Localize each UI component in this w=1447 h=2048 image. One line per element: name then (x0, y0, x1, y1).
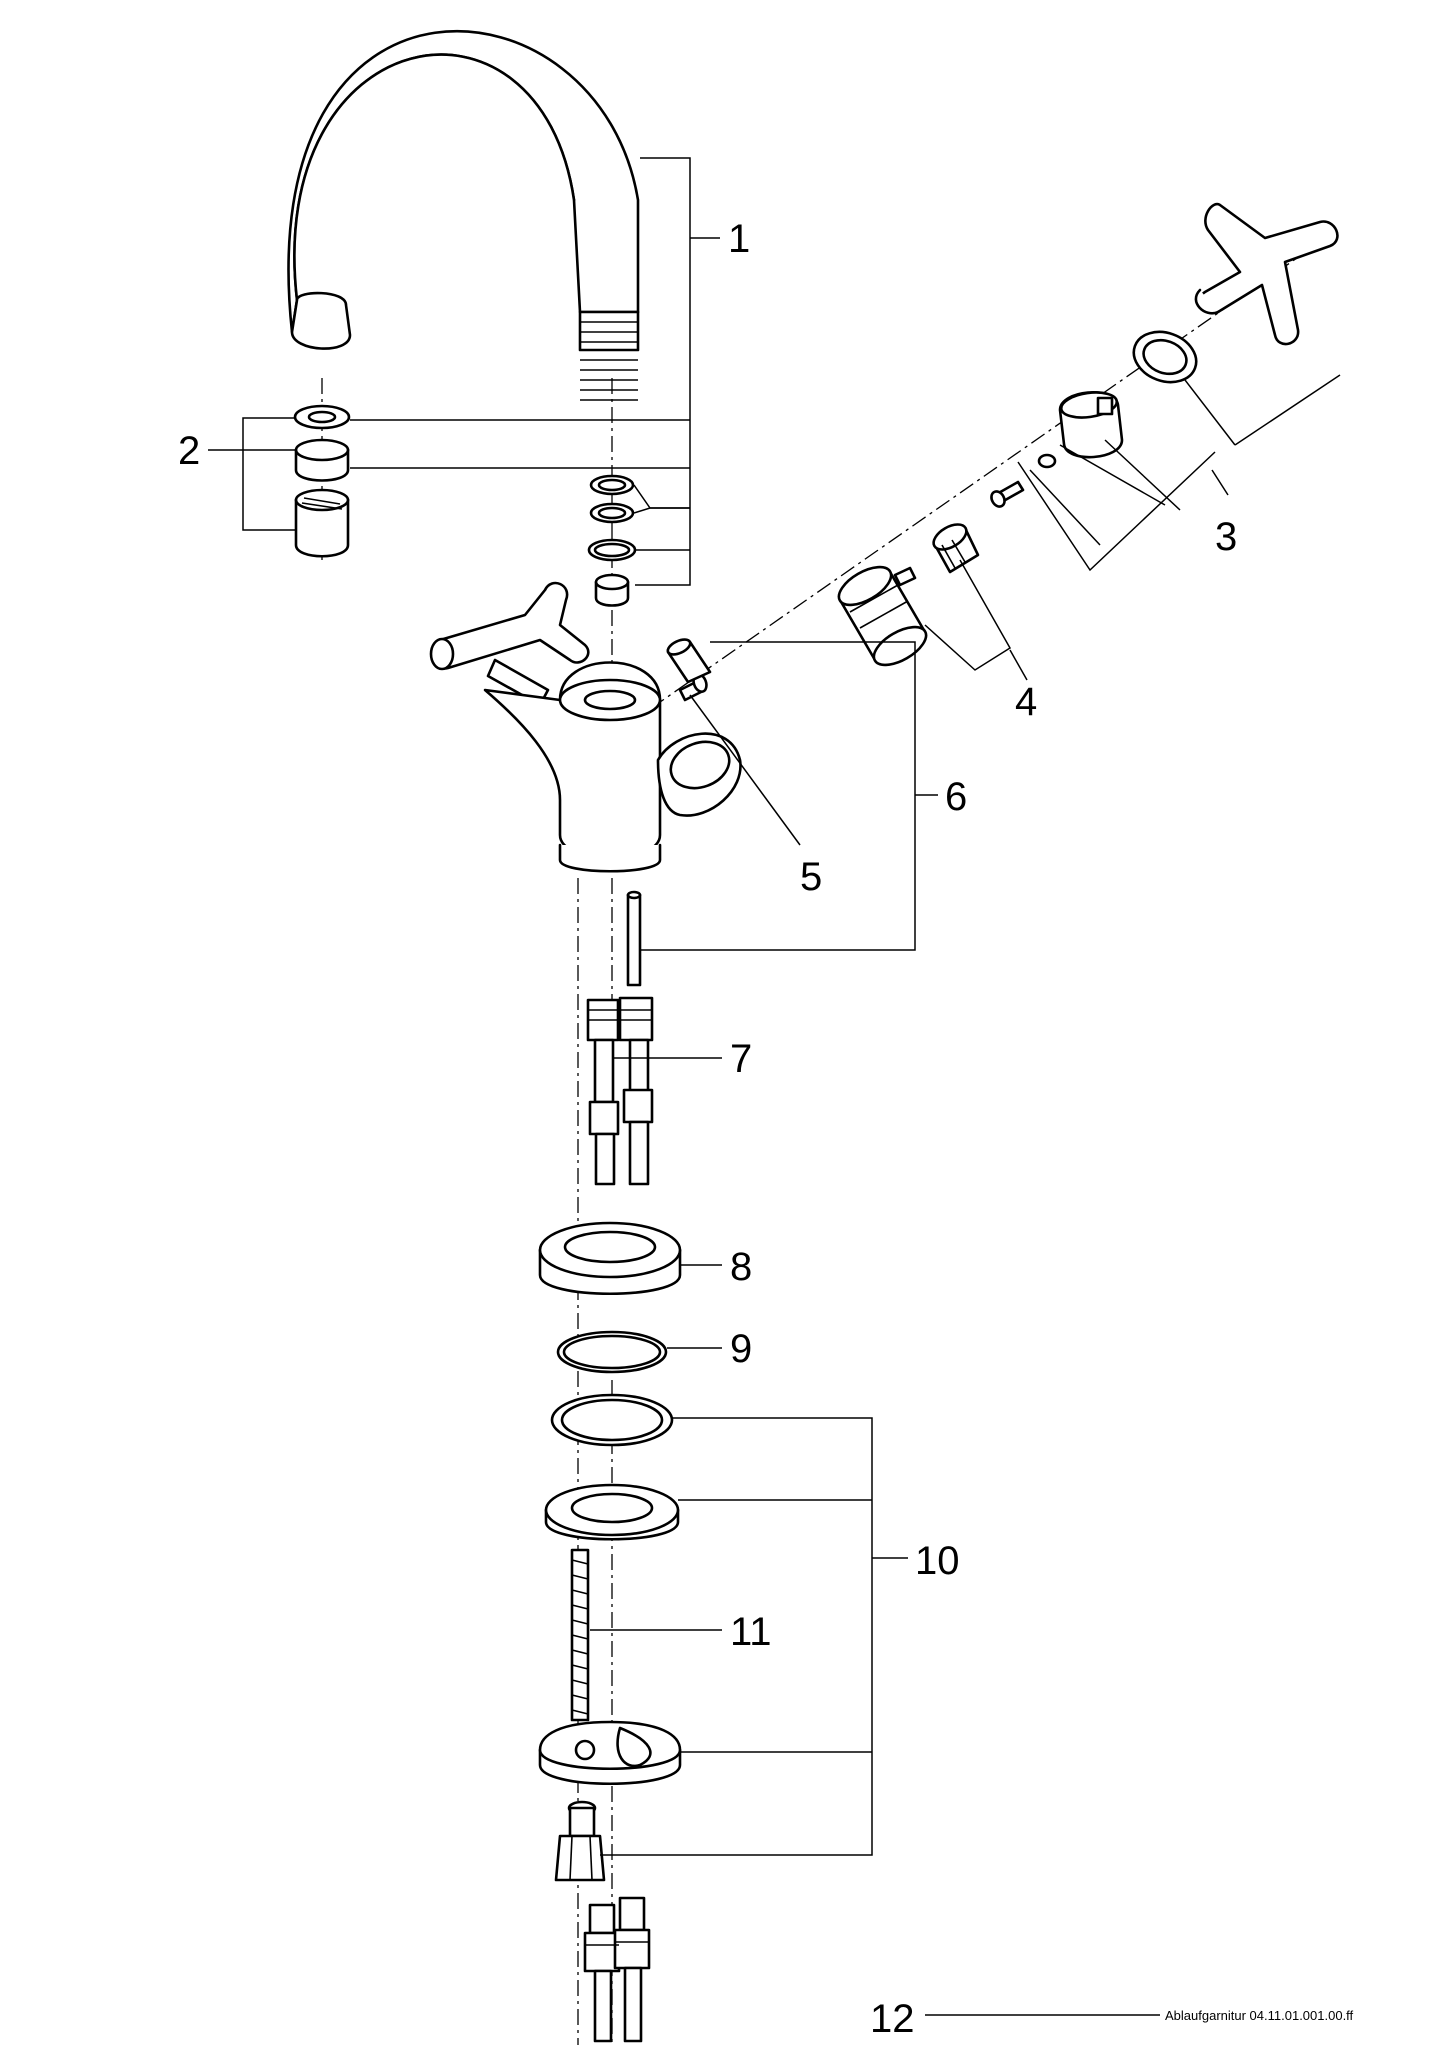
center-axes (321, 234, 1331, 2045)
hose-fittings (583, 1896, 651, 2043)
spline-adapter (932, 523, 980, 574)
drain-set-reference: Ablaufgarnitur 04.11.01.001.00.ff (1165, 2008, 1354, 2023)
callout-11: 11 (730, 1610, 772, 1654)
callout-3: 3 (1215, 515, 1237, 559)
connection-hoses (586, 996, 654, 1186)
callout-10: 10 (915, 1539, 960, 1583)
callout-9: 9 (730, 1327, 752, 1371)
lever-pin (666, 638, 712, 684)
mixer-body (483, 661, 742, 873)
callout-5: 5 (800, 855, 822, 899)
spout (287, 29, 640, 401)
callout-7: 7 (730, 1037, 752, 1081)
small-washer (1037, 453, 1057, 469)
callout-1: 1 (728, 217, 750, 261)
mounting-washer (544, 1483, 680, 1541)
callout-6: 6 (945, 775, 967, 819)
o-ring (556, 1330, 668, 1374)
callout-2: 2 (178, 429, 200, 473)
fastening-nut (554, 1800, 606, 1882)
cross-handle (1194, 202, 1339, 346)
callouts: 1 2 3 4 5 6 7 8 9 10 11 12 Ablaufgarnitu… (178, 217, 1354, 2041)
base-escutcheon (538, 1221, 682, 1296)
handle-cap-ring (1132, 330, 1198, 384)
leader-lines (208, 157, 1341, 2016)
callout-4: 4 (1015, 680, 1037, 724)
horseshoe-clamp (538, 1720, 682, 1786)
callout-12: 12 (870, 1997, 915, 2041)
spindle-screw (990, 480, 1025, 508)
pop-up-rod (626, 890, 642, 987)
mounting-seal (550, 1393, 674, 1447)
aerator (293, 404, 351, 558)
threaded-rod (570, 1548, 590, 1722)
ceramic-cartridge (837, 565, 928, 667)
callout-8: 8 (730, 1245, 752, 1289)
side-cross-handle (429, 581, 590, 707)
spout-seals (587, 474, 637, 607)
